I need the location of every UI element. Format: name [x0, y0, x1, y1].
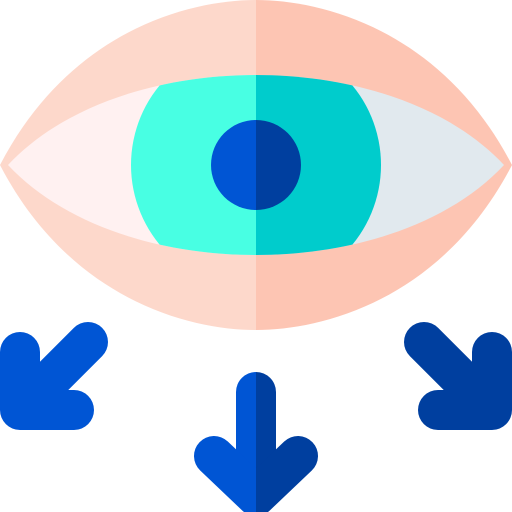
down-right-arrow-icon [404, 322, 512, 430]
down-left-arrow-icon [0, 322, 108, 430]
pupil [211, 120, 301, 210]
iris [131, 75, 381, 255]
down-arrow-icon [194, 372, 318, 512]
